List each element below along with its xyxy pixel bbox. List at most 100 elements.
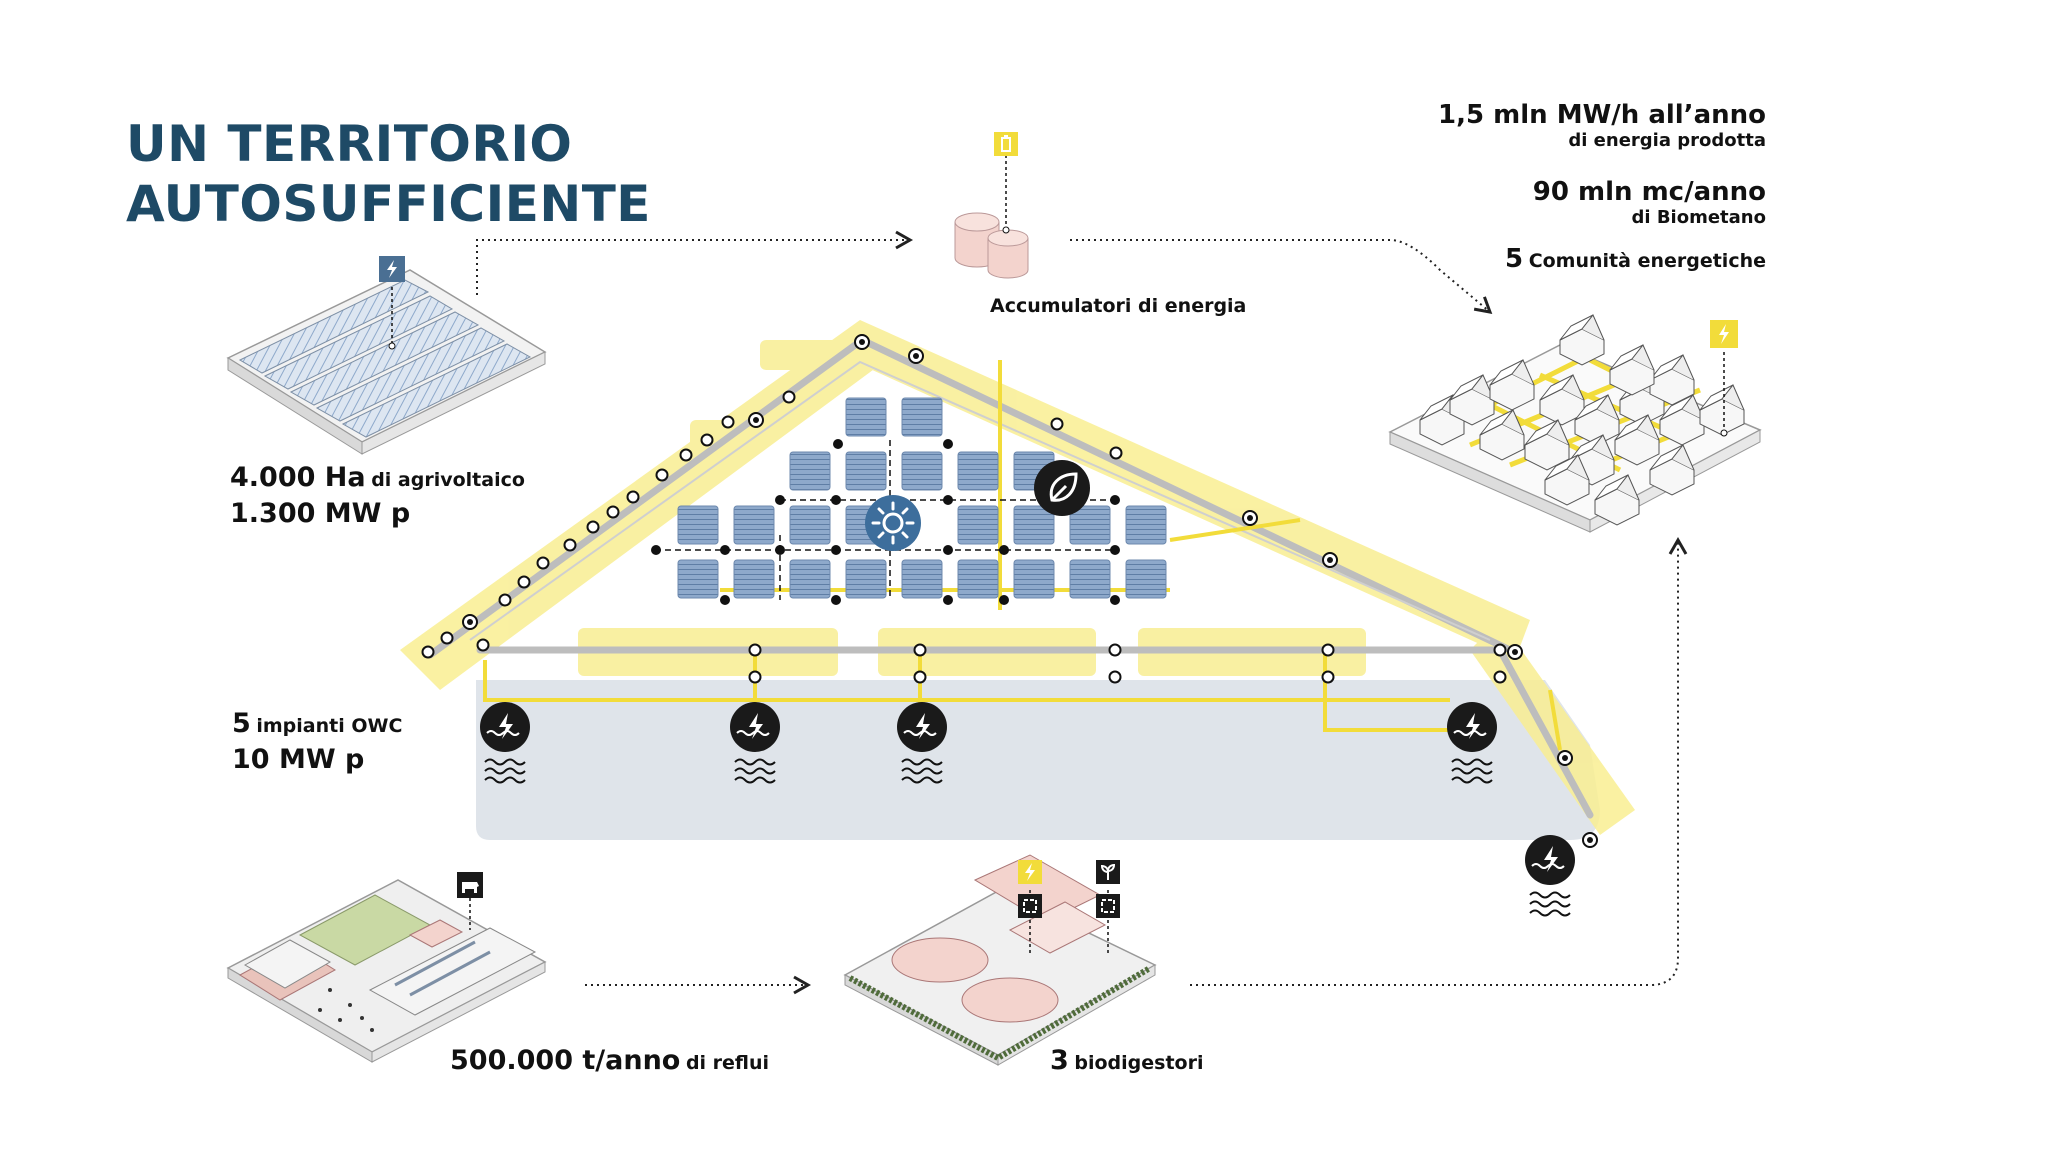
sun-icon [865, 495, 921, 551]
network-node [586, 520, 600, 534]
solar-panel [1013, 559, 1055, 599]
sea-area [476, 680, 1600, 840]
solar-panel [733, 505, 775, 545]
house [1544, 454, 1590, 506]
solar-panel [677, 505, 719, 545]
grid-junction [943, 545, 953, 555]
wave-energy-icon [897, 702, 947, 784]
solar-panel [845, 397, 887, 437]
network-node [606, 505, 620, 519]
solar-panel [677, 559, 719, 599]
solar-panel [957, 559, 999, 599]
network-node [913, 670, 927, 684]
solar-panel [1013, 505, 1055, 545]
solar-panel [1069, 559, 1111, 599]
stats-panel: 1,5 mln MW/h all’anno di energia prodott… [1346, 100, 1766, 274]
owc-power: 10 MW p [232, 744, 365, 775]
house [1649, 354, 1695, 406]
label-energy-storage: Accumulatori di energia [990, 295, 1247, 317]
biodigesters-count: 3 [1050, 1045, 1069, 1076]
network-node [1321, 643, 1335, 657]
solar-panel [1069, 505, 1111, 545]
solar-panel [1125, 505, 1167, 545]
network-hub-core [1512, 649, 1518, 655]
stat-energy-sub: di energia prodotta [1568, 130, 1766, 151]
network-node [1050, 417, 1064, 431]
wave-energy-icon [1525, 835, 1575, 917]
solar-panel [901, 559, 943, 599]
biodigester-process-badge-1 [1018, 894, 1042, 918]
house [1609, 344, 1655, 396]
house [1449, 374, 1495, 426]
biodigester-lightning-badge [1018, 860, 1042, 884]
solar-panel [901, 397, 943, 437]
network-node [440, 631, 454, 645]
network-node [1108, 643, 1122, 657]
network-hub-core [1562, 755, 1568, 761]
label-owc: 5 impianti OWC [232, 708, 402, 739]
house [1594, 474, 1640, 526]
cow-badge [457, 872, 483, 898]
wave-energy-icon [480, 702, 530, 784]
stat-communities: 5 Comunità energetiche [1346, 244, 1766, 274]
roads-thin [469, 360, 1491, 641]
house [1574, 394, 1620, 446]
grid-junction [943, 595, 953, 605]
agrivoltaic-area: 4.000 Ha [230, 462, 366, 493]
agrivoltaic-illustration [226, 256, 547, 455]
network-node [679, 448, 693, 462]
flow-arrow-biodigesters-to-communities [1190, 536, 1688, 986]
owc-plants [480, 702, 1575, 917]
house [1489, 359, 1535, 411]
grid-junction [651, 545, 661, 555]
house [1659, 394, 1705, 446]
network-node [1493, 670, 1507, 684]
solar-panel [957, 505, 999, 545]
network-hub-core [859, 339, 865, 345]
grid-junction [833, 439, 843, 449]
reflui-text: di reflui [685, 1052, 770, 1074]
network-node [748, 643, 762, 657]
leaf-icon [1034, 460, 1090, 516]
network-node [476, 638, 490, 652]
label-reflui: 500.000 t/anno di reflui [450, 1045, 769, 1076]
grid-junction [999, 595, 1009, 605]
wave-energy-icon [730, 702, 780, 784]
solar-panel [957, 451, 999, 491]
network-hub-core [467, 619, 473, 625]
grid-junction [831, 495, 841, 505]
agrivoltaic-lightning-badge [379, 256, 405, 282]
stat-biomethane-sub: di Biometano [1631, 207, 1766, 228]
label-agrivoltaic: 4.000 Ha di agrivoltaico [230, 462, 525, 493]
network-nodes [421, 334, 1598, 848]
grid-junction [1110, 595, 1120, 605]
network-node [1109, 446, 1123, 460]
house [1479, 409, 1525, 461]
flow-arrows [476, 230, 1688, 995]
grid-junction [775, 495, 785, 505]
network-node [1321, 670, 1335, 684]
stat-communities-number: 5 [1505, 244, 1524, 274]
network-hub-core [1247, 515, 1253, 521]
solar-panel [789, 451, 831, 491]
biodigesters-text: biodigestori [1074, 1052, 1204, 1074]
network-node [748, 670, 762, 684]
biodigesters-illustration [843, 854, 1157, 1066]
wave-energy-icon [1447, 702, 1497, 784]
network-node [655, 468, 669, 482]
house [1614, 414, 1660, 466]
grid-junction [775, 545, 785, 555]
network-node [721, 415, 735, 429]
house [1649, 444, 1695, 496]
network-hub-core [1327, 557, 1333, 563]
biodigester-plant-badge [1096, 860, 1120, 884]
energy-communities-illustration [1388, 314, 1762, 533]
page-title-line2: AUTOSUFFICIENTE [126, 175, 651, 233]
network-node [700, 433, 714, 447]
network-node [782, 390, 796, 404]
solar-panel [845, 559, 887, 599]
label-biodigesters: 3 biodigestori [1050, 1045, 1203, 1076]
reflui-amount: 500.000 t/anno [450, 1045, 681, 1076]
battery-badge [994, 132, 1018, 156]
